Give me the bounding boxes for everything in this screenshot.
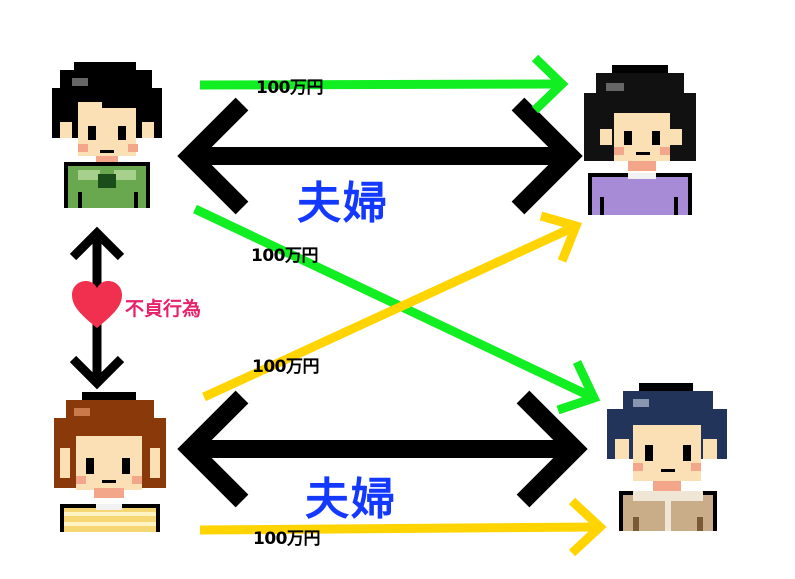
payment-label-2: 100万円 [251,246,319,266]
person-wife-b [54,392,166,532]
bottom-couple-label: 夫婦 [305,474,397,525]
green-arrow-to-husband-b [193,204,601,415]
yellow-arrow-to-wife-a [202,211,583,402]
heart-icon [72,281,122,328]
bottom-couple-arrow [177,390,588,508]
top-couple-arrow [177,97,583,215]
payment-label-1: 100万円 [256,78,324,98]
top-couple-label: 夫婦 [297,178,389,229]
payment-label-4: 100万円 [253,529,321,549]
yellow-arrow-to-husband-b [199,497,607,557]
person-husband-b [607,383,727,531]
person-husband-a [52,62,162,208]
green-arrow-to-wife-a [199,54,569,114]
person-wife-a [584,65,696,215]
affair-label: 不貞行為 [125,298,202,320]
payment-label-3: 100万円 [252,357,320,377]
